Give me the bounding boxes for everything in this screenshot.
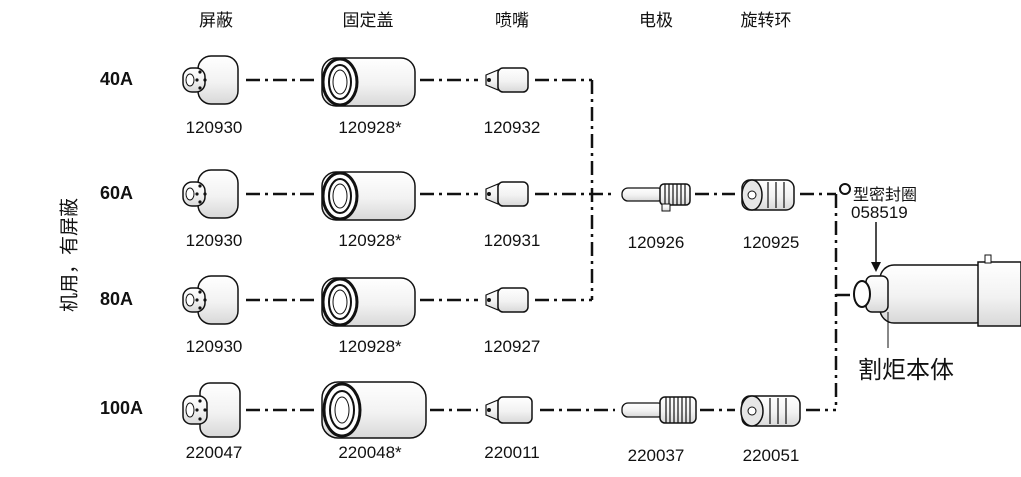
part-number: 220047: [185, 443, 243, 462]
electrode-icon: [621, 183, 697, 424]
side-label: 机用，有屏蔽: [58, 197, 81, 313]
row-label-100a: 100A: [100, 398, 144, 418]
row-label-40a: 40A: [100, 69, 134, 89]
col-shield: 屏蔽: [199, 11, 233, 31]
part-number: 120925: [742, 233, 800, 252]
part-number: 220011: [484, 443, 540, 462]
shield-icon: [182, 55, 241, 438]
part-number: 120930: [185, 231, 243, 250]
part-number: 120931: [483, 231, 541, 250]
part-number: 220051: [742, 446, 800, 465]
oring-part-number: 058519: [851, 203, 908, 222]
torch-body-icon: [853, 222, 1021, 348]
part-number: 120928*: [338, 337, 402, 356]
part-number: 220048*: [338, 443, 402, 462]
part-number: 120930: [185, 118, 243, 137]
row-label-80a: 80A: [100, 289, 134, 309]
row-label-60a: 60A: [100, 183, 134, 203]
nozzle-icon: [485, 67, 533, 424]
col-retaining-cap: 固定盖: [342, 11, 394, 31]
retaining-cap-icon: [321, 57, 427, 439]
part-number: 120926: [627, 233, 685, 252]
connector-lines: [246, 78, 854, 412]
col-nozzle: 喷嘴: [495, 11, 529, 31]
part-number: 120927: [483, 337, 541, 356]
part-number: 120928*: [338, 118, 402, 137]
part-number: 120928*: [338, 231, 402, 250]
oring-label: 型密封圈: [853, 185, 918, 204]
swirl-ring-icon: [740, 179, 801, 427]
part-number: 120932: [483, 118, 541, 137]
part-number: 220037: [627, 446, 685, 465]
torch-body-label: 割炬本体: [858, 356, 954, 384]
col-swirl-ring: 旋转环: [740, 11, 792, 31]
col-electrode: 电极: [639, 11, 673, 31]
oring-circle-icon: [839, 183, 851, 195]
part-number: 120930: [185, 337, 243, 356]
